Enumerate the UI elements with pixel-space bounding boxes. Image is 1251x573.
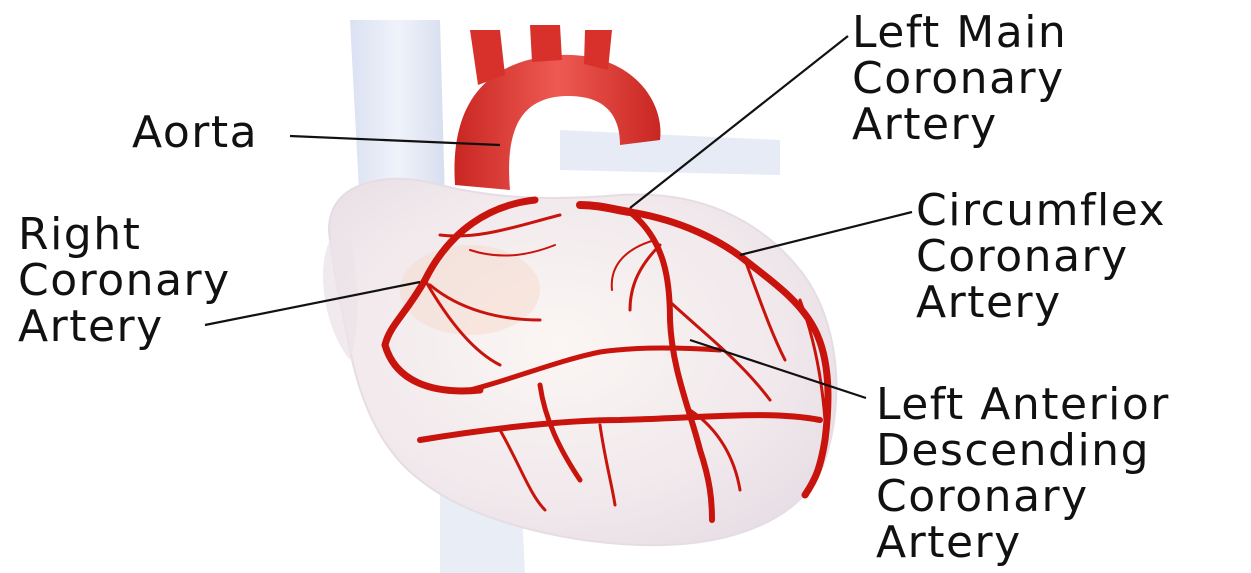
aorta-label: Aorta	[132, 110, 258, 156]
left-main-label-line-2: Coronary	[852, 56, 1067, 102]
circumflex-coronary-artery-label: Circumflex Coronary Artery	[916, 188, 1166, 326]
lad-label-line-2: Descending	[876, 428, 1170, 474]
lad-label-line-3: Coronary	[876, 474, 1170, 520]
circumflex-label-line-3: Artery	[916, 280, 1166, 326]
lad-label-line-1: Left Anterior	[876, 382, 1170, 428]
left-main-label-line-1: Left Main	[852, 10, 1067, 56]
right-coronary-label-line-2: Coronary	[18, 258, 231, 304]
left-main-coronary-artery-label: Left Main Coronary Artery	[852, 10, 1067, 148]
right-coronary-artery-label: Right Coronary Artery	[18, 212, 231, 350]
aorta-branch-2	[530, 25, 562, 62]
right-coronary-label-line-3: Artery	[18, 304, 231, 350]
circumflex-label-line-1: Circumflex	[916, 188, 1166, 234]
pulmonary-vessel	[560, 130, 780, 175]
aorta-label-line-1: Aorta	[132, 110, 258, 156]
heart-body	[329, 179, 836, 545]
aorta-branch-1	[470, 30, 505, 85]
aorta-branch-3	[584, 30, 612, 70]
left-anterior-descending-coronary-artery-label: Left Anterior Descending Coronary Artery	[876, 382, 1170, 566]
right-coronary-label-line-1: Right	[18, 212, 231, 258]
circumflex-label-line-2: Coronary	[916, 234, 1166, 280]
lad-label-line-4: Artery	[876, 520, 1170, 566]
left-main-leader-line	[630, 36, 848, 208]
circumflex-leader-line	[740, 212, 912, 255]
left-main-label-line-3: Artery	[852, 102, 1067, 148]
